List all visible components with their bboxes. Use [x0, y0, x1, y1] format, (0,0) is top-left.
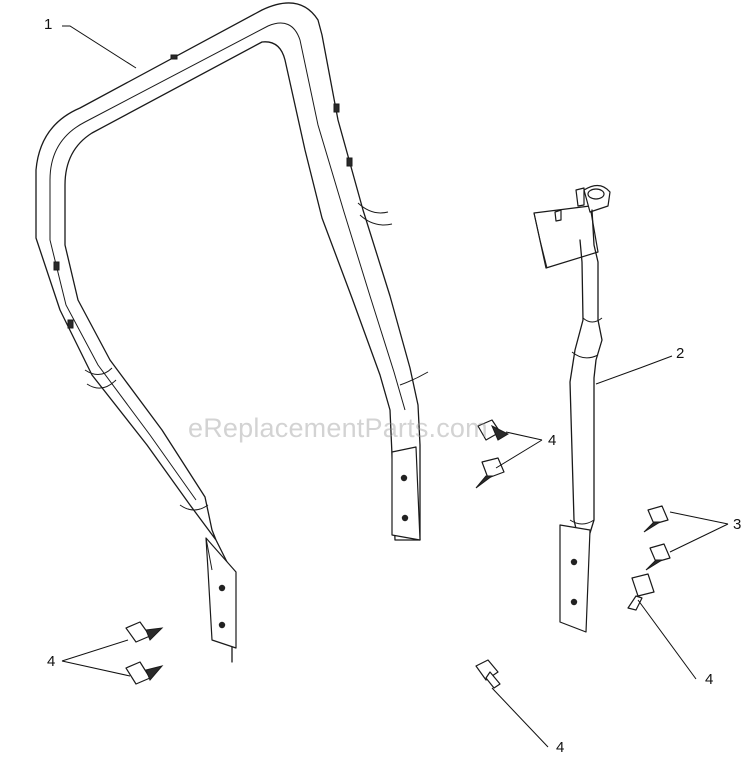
screw-right-lower: [645, 543, 671, 571]
callout-screws-right: 3: [733, 516, 742, 533]
screw-right-upper: [643, 505, 669, 533]
callout-roll-bar: 1: [44, 16, 53, 33]
roll-bar-part: [35, 2, 429, 663]
callout-screws-bottom-left: 4: [47, 653, 56, 670]
screw-center-upper: [477, 419, 510, 441]
screw-center-lower: [475, 457, 505, 489]
screw-bottom-left-upper: [125, 621, 164, 643]
screw-bottom-center: [475, 659, 501, 689]
screw-right-angled: [627, 573, 655, 611]
screw-bottom-left-lower: [125, 661, 164, 685]
callout-brace: 2: [676, 345, 685, 362]
leader-lines: [61, 25, 729, 748]
brace-part: [533, 184, 611, 633]
watermark-text: eReplacementParts.com: [188, 413, 488, 443]
callout-screws-center: 4: [548, 432, 557, 449]
callout-screw-bottom-center: 4: [556, 739, 565, 756]
callout-screw-right-lower: 4: [705, 671, 714, 688]
